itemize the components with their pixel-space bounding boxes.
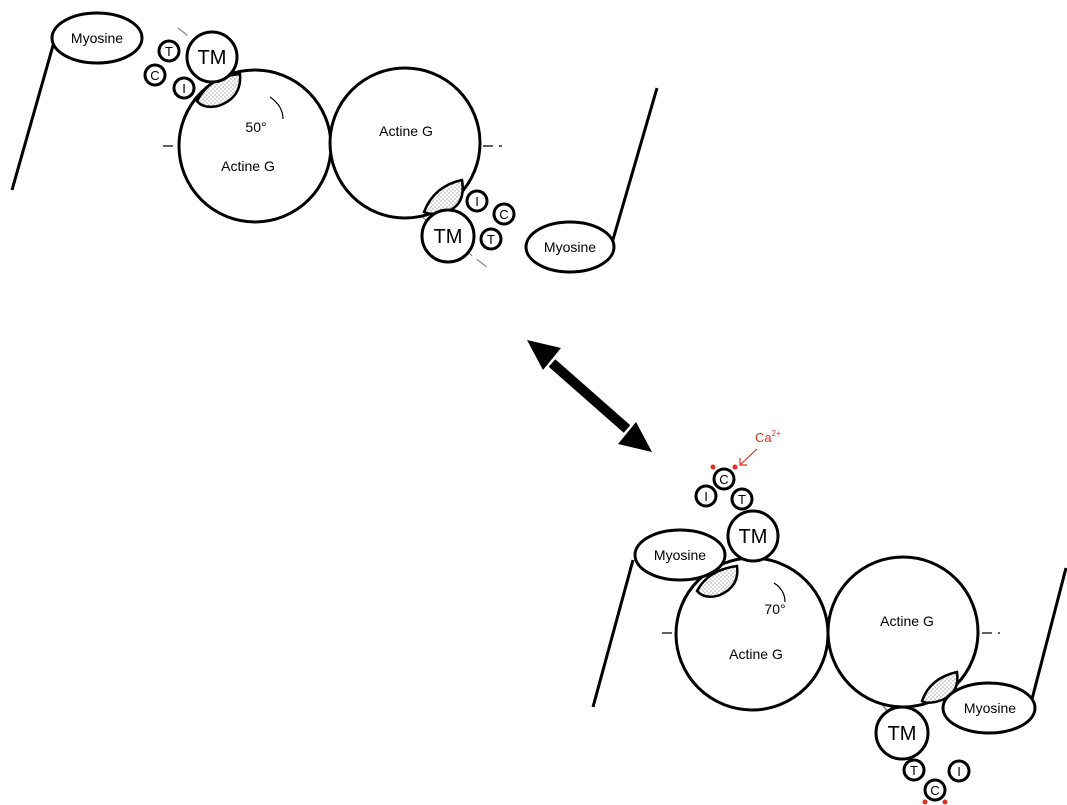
troponin-i-label-top: I bbox=[704, 489, 708, 504]
myosin-label-left-bottom: Myosine bbox=[654, 547, 706, 563]
calcium-dot bbox=[942, 799, 948, 805]
actin-g-right bbox=[328, 66, 482, 220]
actin-label-right-bottom: Actine G bbox=[880, 613, 934, 629]
troponin-t-label-bottom: T bbox=[910, 763, 918, 778]
troponin-c-label-left: C bbox=[150, 68, 159, 83]
troponin-t-right bbox=[479, 227, 503, 251]
troponin-c-label-right: C bbox=[499, 207, 508, 222]
troponin-i-left bbox=[172, 76, 196, 100]
troponin-t-left bbox=[157, 39, 181, 63]
troponin-c-bottom bbox=[923, 778, 947, 802]
bottom-state: Ca2+ Myosine Myosine TM TM C I T T I C A… bbox=[591, 429, 1067, 805]
top-state: Myosine Myosine TM TM T C I I C T Actine… bbox=[10, 11, 659, 274]
angle-arc bbox=[269, 96, 284, 120]
troponin-t-bottom bbox=[902, 758, 926, 782]
tropomyosin-left bbox=[185, 30, 239, 84]
myosin-left-stalk-bottom bbox=[591, 559, 635, 708]
calcium-label: Ca2+ bbox=[755, 429, 781, 445]
angle-label: 50° bbox=[245, 119, 266, 135]
myosin-head-left bbox=[50, 11, 144, 65]
myosin-head-left-bottom bbox=[633, 528, 727, 582]
troponin-i-top bbox=[694, 484, 718, 508]
tropomyosin-bottom-bottom-state bbox=[874, 705, 930, 761]
calcium-arrow bbox=[739, 448, 758, 466]
binding-site-left-bottom bbox=[695, 564, 739, 599]
myosin-head-right bbox=[524, 220, 616, 274]
calcium-dot bbox=[732, 464, 738, 470]
troponin-c-label-top: C bbox=[719, 472, 728, 487]
troponin-i-label-bottom: I bbox=[957, 764, 961, 779]
troponin-i-label-right: I bbox=[475, 194, 479, 209]
tm-label-top: TM bbox=[739, 526, 768, 548]
calcium-dot bbox=[710, 464, 716, 470]
actin-g-left-bottom bbox=[674, 556, 830, 712]
troponin-t-label-left: T bbox=[165, 44, 173, 59]
troponin-t-top bbox=[730, 487, 754, 511]
myosin-label-right-bottom: Myosine bbox=[964, 700, 1016, 716]
troponin-t-label-right: T bbox=[487, 232, 495, 247]
troponin-i-right bbox=[465, 189, 489, 213]
myosin-left-stalk bbox=[10, 41, 56, 191]
troponin-t-label-top: T bbox=[738, 492, 746, 507]
myosin-right-stalk bbox=[610, 87, 659, 244]
tropomyosin-top-bottom-state bbox=[726, 509, 780, 563]
myosin-right-stalk-bottom bbox=[1029, 567, 1067, 704]
actin-label-right: Actine G bbox=[379, 123, 433, 139]
actin-label-left: Actine G bbox=[221, 158, 275, 174]
tm-label-left: TM bbox=[198, 47, 227, 69]
tropomyosin-right bbox=[420, 208, 476, 264]
equilibrium-arrow bbox=[527, 340, 652, 452]
myosin-label-left: Myosine bbox=[71, 30, 123, 46]
troponin-i-label-left: I bbox=[182, 81, 186, 96]
troponin-c-top bbox=[712, 467, 736, 491]
actin-label-left-bottom: Actine G bbox=[729, 646, 783, 662]
tm-label-right: TM bbox=[434, 226, 463, 248]
angle-arc-bottom bbox=[773, 582, 786, 603]
tm-label-bottom: TM bbox=[888, 723, 917, 745]
troponin-c-right bbox=[492, 202, 516, 226]
myosin-head-right-bottom bbox=[941, 681, 1037, 735]
troponin-c-left bbox=[143, 63, 167, 87]
calcium-arrowhead bbox=[739, 458, 747, 466]
troponin-i-bottom bbox=[947, 759, 971, 783]
troponin-c-label-bottom: C bbox=[930, 783, 939, 798]
calcium-dot bbox=[922, 799, 928, 805]
myosin-label-right: Myosine bbox=[544, 239, 596, 255]
angle-label-bottom: 70° bbox=[764, 601, 785, 617]
